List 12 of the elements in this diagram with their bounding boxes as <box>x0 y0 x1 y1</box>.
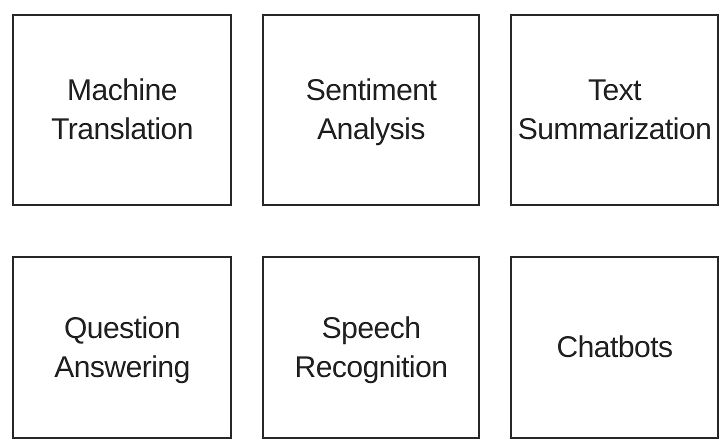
box-label: Chatbots <box>556 330 673 366</box>
process-box <box>262 14 480 206</box>
process-box <box>12 14 232 206</box>
box-label: Sentiment Analysis <box>304 73 438 148</box>
process-box <box>262 256 480 439</box>
box-label: Machine Translation <box>50 73 194 148</box>
process-box <box>12 256 232 439</box>
box-label: Text Summarization <box>516 73 712 148</box>
process-box <box>510 256 719 439</box>
box-label: Question Answering <box>53 310 191 386</box>
process-box <box>510 14 719 206</box>
box-label: Speech Recognition <box>294 310 448 386</box>
